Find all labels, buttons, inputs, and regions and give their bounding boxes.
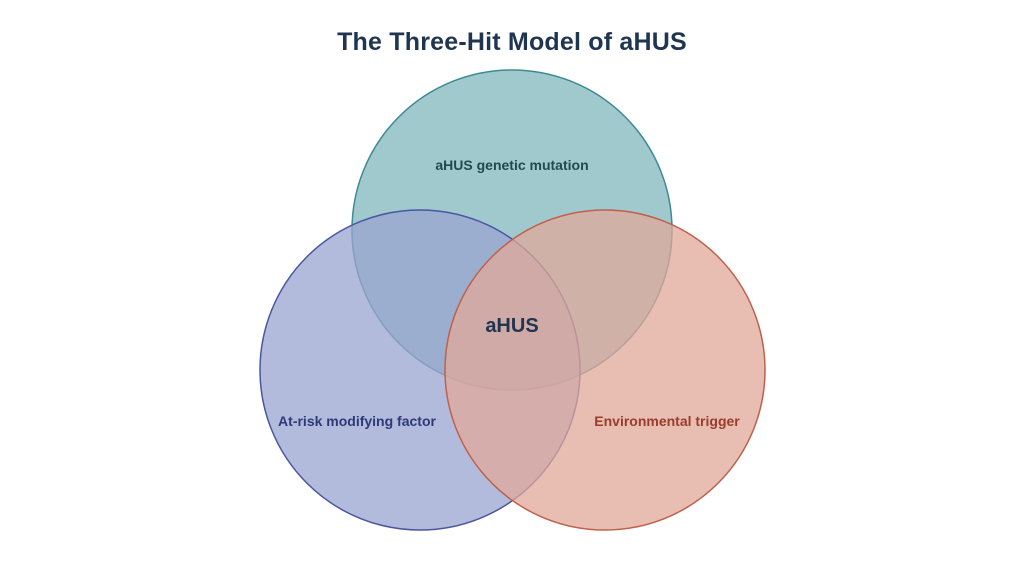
circle-environmental-trigger (444, 209, 766, 531)
page-title: The Three-Hit Model of aHUS (337, 28, 687, 56)
label-center-ahus: aHUS (485, 315, 538, 337)
label-modifying-factor: At-risk modifying factor (278, 413, 436, 429)
label-genetic-mutation: aHUS genetic mutation (435, 157, 588, 173)
label-environmental-trigger: Environmental trigger (594, 413, 740, 429)
